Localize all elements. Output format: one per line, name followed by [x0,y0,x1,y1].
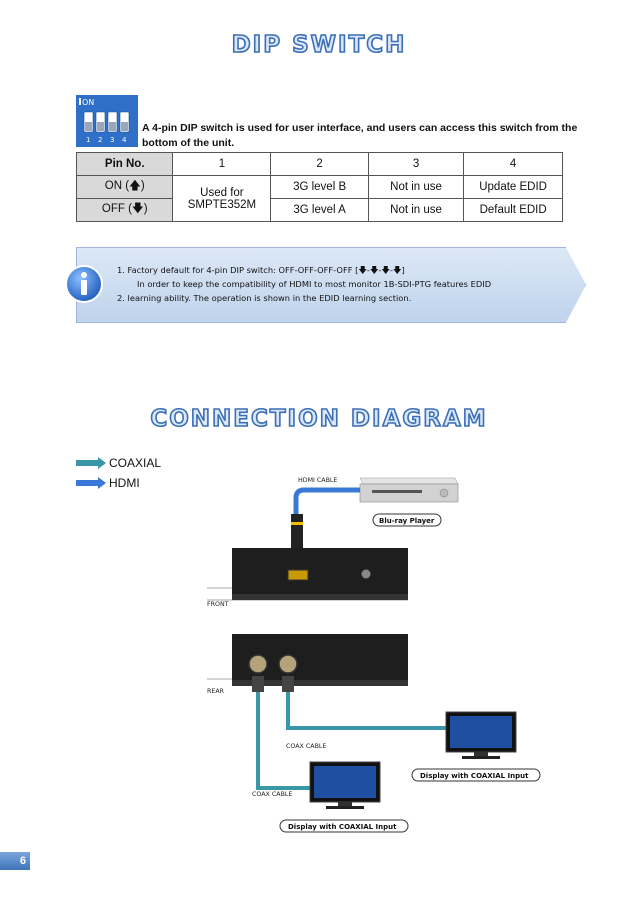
dip-description: A 4-pin DIP switch is used for user inte… [142,122,578,149]
display-1-label: Display with COAXIAL Input [420,772,529,780]
connection-diagram-title: CONNECTION DIAGRAM [150,405,488,433]
coax-cable-label-1: COAX CABLE [286,743,326,750]
dip-number-3: 3 [110,136,114,144]
header-pin-4: 4 [463,152,563,176]
coaxial-arrow-icon [76,457,106,469]
table-row: ON (🡅) Used for SMPTE352M 3G level B Not… [75,175,563,222]
note-item-2: 2. learning ability. The operation is sh… [117,293,412,303]
dip-switch-title: DIP SWITCH [231,31,407,59]
display-1-icon [445,711,517,759]
note-box [76,247,586,323]
display-2-label: Display with COAXIAL Input [288,823,397,831]
dip-on-label: ON [82,98,94,107]
display-1-badge [411,768,541,782]
pin-table: Pin No. 1 2 3 4 ON (🡅) Used for SMPTE352… [75,152,563,222]
on-pin2: 3G level B [270,175,369,199]
bluray-label: Blu-ray Player [379,517,435,525]
page-number: 6 [0,852,30,870]
hdmi-plug [291,514,303,548]
converter-rear-view [207,634,408,692]
connection-diagram: HDMI CABLE Blu-ray Player FRONT REAR COA… [207,477,541,833]
hdmi-cable [293,487,360,516]
coax-cable-label-2: COAX CABLE [252,791,292,798]
dip-switch-icon: ON 1 2 3 4 [76,95,138,147]
bluray-badge [372,513,442,527]
info-icon [65,265,103,303]
header-pin-1: 1 [172,152,272,176]
pin1-merged-cell: Used for SMPTE352M [172,175,272,222]
row-off-label: OFF (🡇) [75,198,174,222]
converter-front-view [207,548,408,601]
note-list: 1. Factory default for 4-pin DIP switch:… [117,263,577,305]
header-pin-2: 2 [270,152,369,176]
dip-number-4: 4 [122,136,127,144]
header-pin-3: 3 [367,152,465,176]
note-item-1: 1. Factory default for 4-pin DIP switch:… [117,265,405,275]
header-pin-no: Pin No. [75,152,174,176]
note-item-1-continued: In order to keep the compatibility of HD… [137,279,492,289]
display-2-icon [309,761,381,809]
hdmi-cable-label: HDMI CABLE [298,477,337,484]
dip-number-1: 1 [86,136,90,144]
front-label: FRONT [207,601,229,608]
display-2-badge [279,819,409,833]
dip-number-2: 2 [98,136,102,144]
hdmi-arrow-icon [76,477,106,489]
coax-cable-2 [256,692,310,790]
legend-label-hdmi: HDMI [109,476,140,490]
coax-cable-1 [286,692,446,730]
bluray-player-icon [359,477,459,503]
row-on-label: ON (🡅) [75,175,174,199]
rear-label: REAR [207,688,225,695]
legend-label-coaxial: COAXIAL [109,456,162,470]
off-pin4: Default EDID [463,198,563,222]
off-pin2: 3G level A [270,198,369,222]
off-pin3: Not in use [367,198,465,222]
table-header-row: Pin No. 1 2 3 4 [75,152,563,176]
table-row: OFF (🡇) 3G level A Not in use Default ED… [75,198,563,222]
on-pin4: Update EDID [463,175,563,199]
on-pin3: Not in use [367,175,465,199]
